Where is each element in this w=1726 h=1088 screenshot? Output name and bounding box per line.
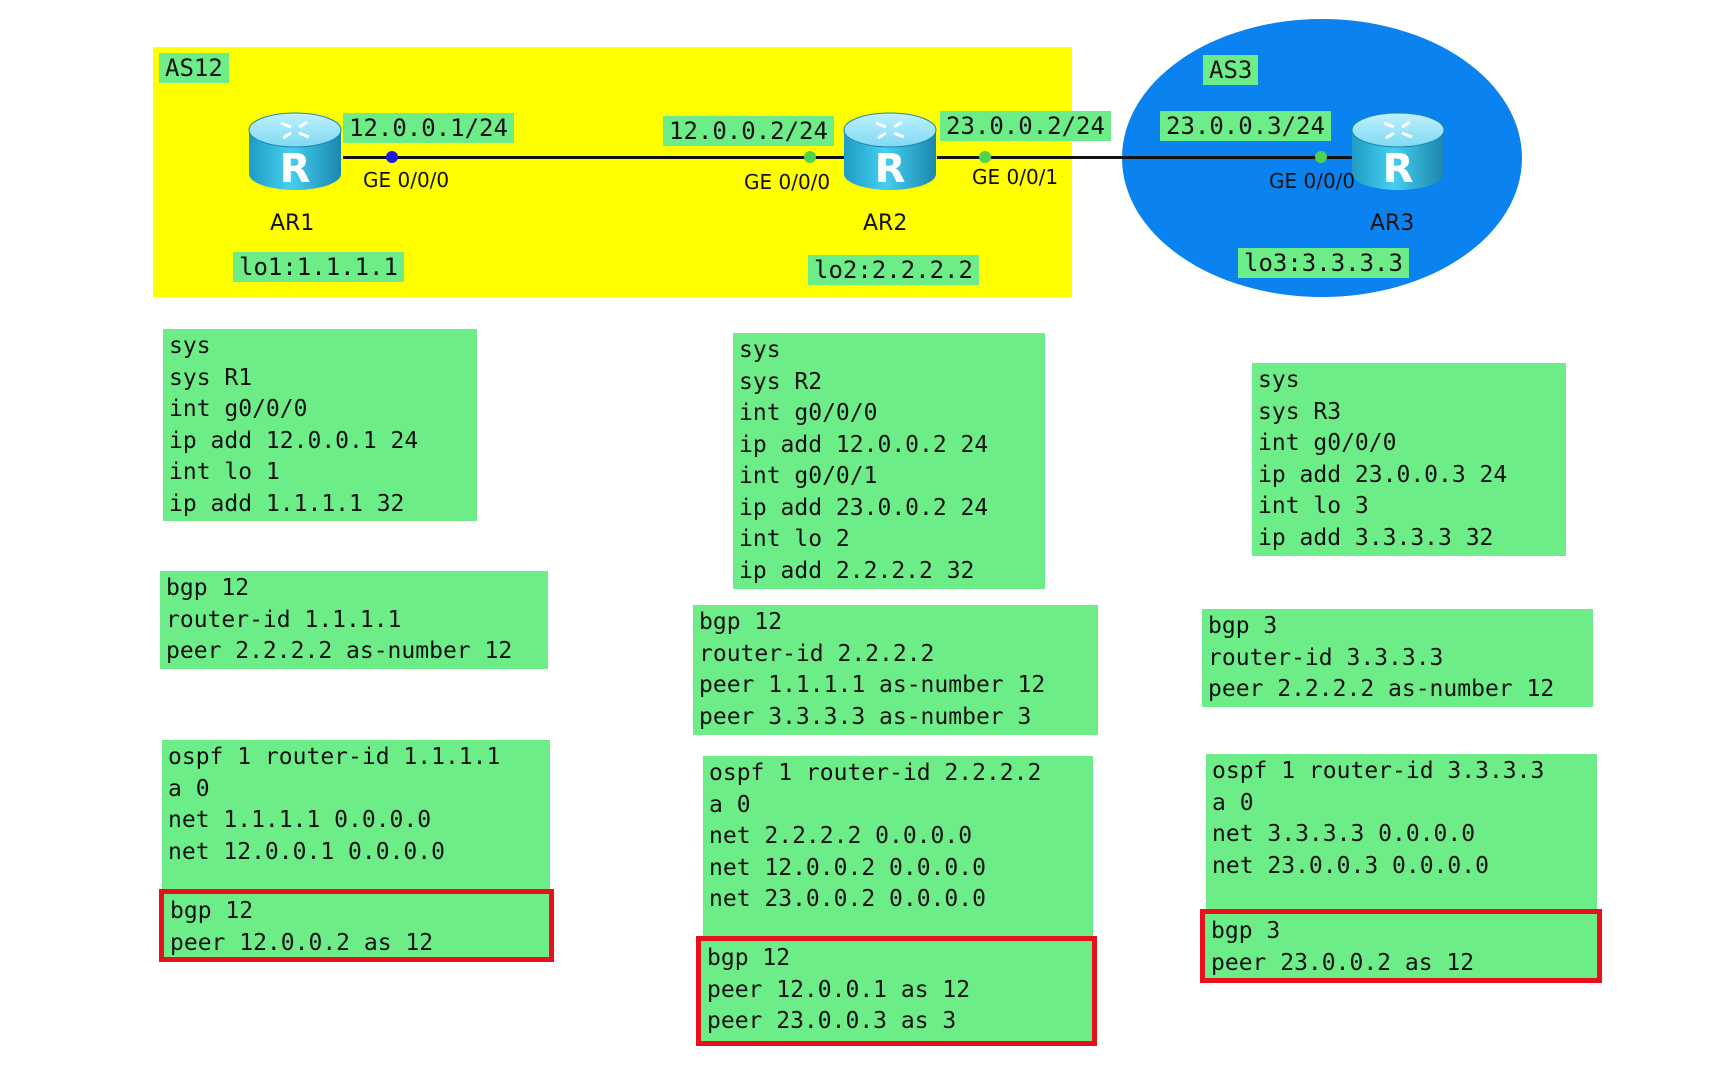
ar3-name: AR3 [1370,211,1415,236]
config-line: ip add 23.0.0.3 24 [1258,461,1508,488]
config-line: ip add 2.2.2.2 32 [739,557,975,584]
r3-bgp-direct-config: bgp 3 peer 23.0.0.2 as 12 [1200,909,1602,983]
ar1-ip-label: 12.0.0.1/24 [343,113,514,143]
ar2-left-port-dot [804,151,816,163]
ar2-loopback-label: lo2:2.2.2.2 [808,255,979,285]
config-line: net 3.3.3.3 0.0.0.0 [1212,821,1476,847]
config-line: bgp 12 [170,898,254,924]
r2-bgp-direct-config: bgp 12 peer 12.0.0.1 as 12 peer 23.0.0.3… [696,936,1097,1046]
config-line: ip add 23.0.0.2 24 [739,494,989,521]
ar2-right-ip-label: 23.0.0.2/24 [940,111,1111,141]
config-line: peer 23.0.0.3 as 3 [707,1008,957,1034]
config-line: bgp 12 [166,575,250,601]
config-line: net 1.1.1.1 0.0.0.0 [168,807,432,833]
r2-ospf-config: ospf 1 router-id 2.2.2.2 a 0 net 2.2.2.2… [703,756,1093,938]
config-line: a 0 [1212,789,1254,816]
config-line: net 23.0.0.3 0.0.0.0 [1212,852,1489,879]
r1-bgp-loopback-config: bgp 12 router-id 1.1.1.1 peer 2.2.2.2 as… [160,571,548,669]
config-line: int g0/0/0 [169,396,308,422]
config-line: router-id 2.2.2.2 [699,640,935,667]
r1-bgp-direct-config: bgp 12 peer 12.0.0.2 as 12 [159,889,554,962]
config-line: int lo 3 [1258,493,1369,519]
config-line: net 12.0.0.2 0.0.0.0 [709,854,986,881]
ar2-left-port-label: GE 0/0/0 [744,170,831,194]
ar2-left-ip-label: 12.0.0.2/24 [663,116,834,146]
r3-bgp-loopback-config: bgp 3 router-id 3.3.3.3 peer 2.2.2.2 as-… [1202,609,1593,707]
r3-sys-config: sys sys R3 int g0/0/0 ip add 23.0.0.3 24… [1252,363,1566,556]
config-line: a 0 [168,775,210,802]
r2-bgp-loopback-config: bgp 12 router-id 2.2.2.2 peer 1.1.1.1 as… [693,605,1098,735]
config-line: ip add 1.1.1.1 32 [169,490,405,517]
config-line: ospf 1 router-id 3.3.3.3 [1212,758,1545,784]
ar3-loopback-label: lo3:3.3.3.3 [1238,248,1409,278]
config-line: sys R3 [1258,398,1342,425]
config-line: peer 12.0.0.1 as 12 [707,976,971,1003]
config-line: ip add 12.0.0.1 24 [169,427,419,454]
config-line: bgp 12 [707,945,791,971]
config-line: ip add 3.3.3.3 32 [1258,524,1494,551]
r1-ospf-config: ospf 1 router-id 1.1.1.1 a 0 net 1.1.1.1… [162,740,550,890]
router-icon-ar3[interactable] [1348,108,1448,194]
ar2-name: AR2 [863,211,908,236]
config-line: router-id 3.3.3.3 [1208,644,1444,671]
ar3-port-label: GE 0/0/0 [1269,169,1356,193]
config-line: ospf 1 router-id 1.1.1.1 [168,744,501,770]
ar1-loopback-label: lo1:1.1.1.1 [233,252,404,282]
config-line: peer 12.0.0.2 as 12 [170,929,434,956]
router-icon-ar2[interactable] [840,108,940,194]
config-line: ospf 1 router-id 2.2.2.2 [709,760,1042,786]
config-line: peer 3.3.3.3 as-number 3 [699,703,1032,730]
ar3-port-dot [1315,151,1327,163]
config-line: bgp 12 [699,609,783,635]
link-ar2-ar3 [937,156,1357,159]
ar3-ip-label: 23.0.0.3/24 [1160,111,1331,141]
config-line: bgp 3 [1211,918,1281,944]
config-line: int lo 1 [169,459,280,485]
config-line: sys [1258,367,1300,393]
as3-label: AS3 [1203,55,1259,85]
config-line: sys [739,337,781,363]
r3-ospf-config: ospf 1 router-id 3.3.3.3 a 0 net 3.3.3.3… [1206,754,1597,909]
config-line: net 2.2.2.2 0.0.0.0 [709,823,973,849]
ar2-right-port-dot [979,151,991,163]
r2-sys-config: sys sys R2 int g0/0/0 ip add 12.0.0.2 24… [733,333,1045,589]
config-line: peer 1.1.1.1 as-number 12 [699,672,1046,698]
config-line: peer 2.2.2.2 as-number 12 [166,638,513,664]
config-line: int g0/0/1 [739,463,878,489]
config-line: ip add 12.0.0.2 24 [739,431,989,458]
config-line: int lo 2 [739,526,850,552]
config-line: net 12.0.0.1 0.0.0.0 [168,838,445,865]
config-line: peer 23.0.0.2 as 12 [1211,949,1475,976]
config-line: sys R2 [739,368,823,395]
config-line: sys [169,333,211,359]
config-line: int g0/0/0 [1258,430,1397,456]
link-ar1-ar2 [343,156,872,159]
config-line: peer 2.2.2.2 as-number 12 [1208,676,1555,702]
ar1-port-label: GE 0/0/0 [363,168,450,192]
config-line: router-id 1.1.1.1 [166,606,402,633]
router-icon-ar1[interactable] [245,108,345,194]
ar1-port-dot [386,151,398,163]
ar2-right-port-label: GE 0/0/1 [972,165,1059,189]
ar1-name: AR1 [270,211,315,236]
r1-sys-config: sys sys R1 int g0/0/0 ip add 12.0.0.1 24… [163,329,477,521]
config-line: sys R1 [169,364,253,391]
config-line: net 23.0.0.2 0.0.0.0 [709,886,986,912]
config-line: bgp 3 [1208,613,1278,639]
config-line: a 0 [709,791,751,818]
as12-label: AS12 [159,53,229,83]
config-line: int g0/0/0 [739,400,878,426]
